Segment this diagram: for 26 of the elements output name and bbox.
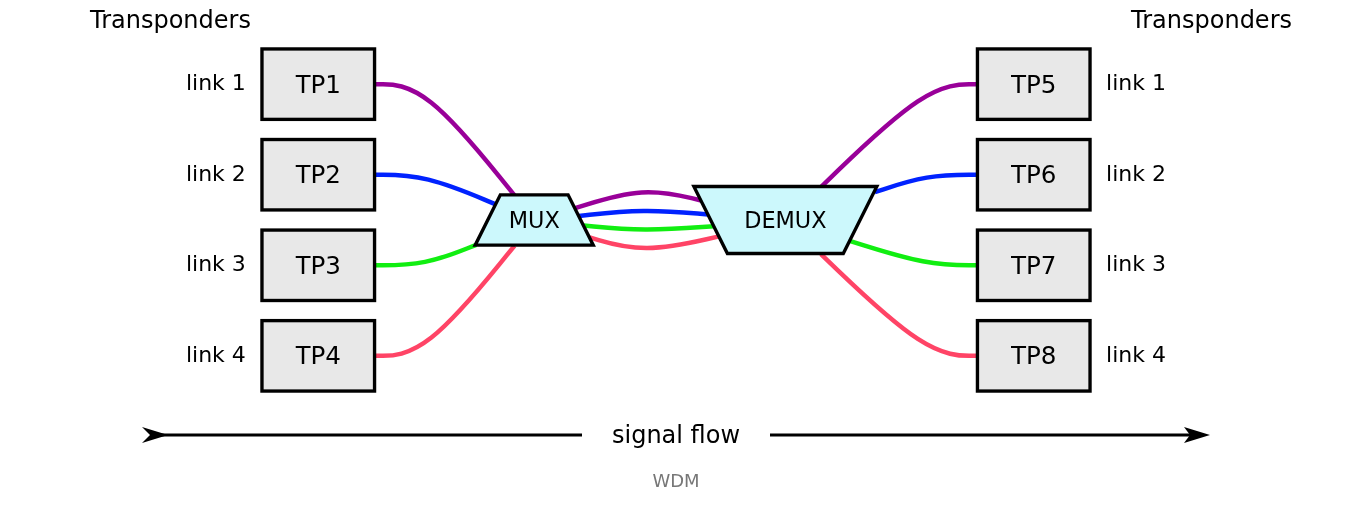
node-box: TP1 bbox=[260, 47, 377, 122]
flow-label: signal flow bbox=[611, 421, 741, 449]
link-label: link 2 bbox=[1106, 160, 1166, 186]
link-label: link 4 bbox=[1106, 341, 1166, 367]
link-label: link 1 bbox=[185, 70, 246, 96]
link-label: link 2 bbox=[185, 160, 246, 186]
link-label: link 4 bbox=[185, 341, 246, 367]
link-label: link 1 bbox=[1106, 70, 1166, 96]
node-box: TP3 bbox=[260, 228, 377, 303]
node-box: TP8 bbox=[975, 318, 1092, 393]
node-box: TP2 bbox=[260, 137, 377, 212]
connector bbox=[589, 234, 720, 251]
connector bbox=[583, 223, 715, 232]
node-box: TP6 bbox=[975, 137, 1092, 212]
connector bbox=[374, 244, 517, 359]
column-heading: Transponders bbox=[90, 6, 251, 36]
link-label: link 3 bbox=[1106, 251, 1166, 277]
connector bbox=[574, 190, 702, 211]
node-box: TP5 bbox=[975, 47, 1092, 122]
caption: WDM bbox=[652, 470, 700, 491]
column-heading: Transponders bbox=[1131, 6, 1292, 36]
link-label: link 3 bbox=[185, 251, 246, 277]
node-box: TP4 bbox=[260, 318, 377, 393]
connector bbox=[819, 252, 978, 359]
node-box: TP7 bbox=[975, 228, 1092, 303]
connector bbox=[578, 208, 709, 219]
